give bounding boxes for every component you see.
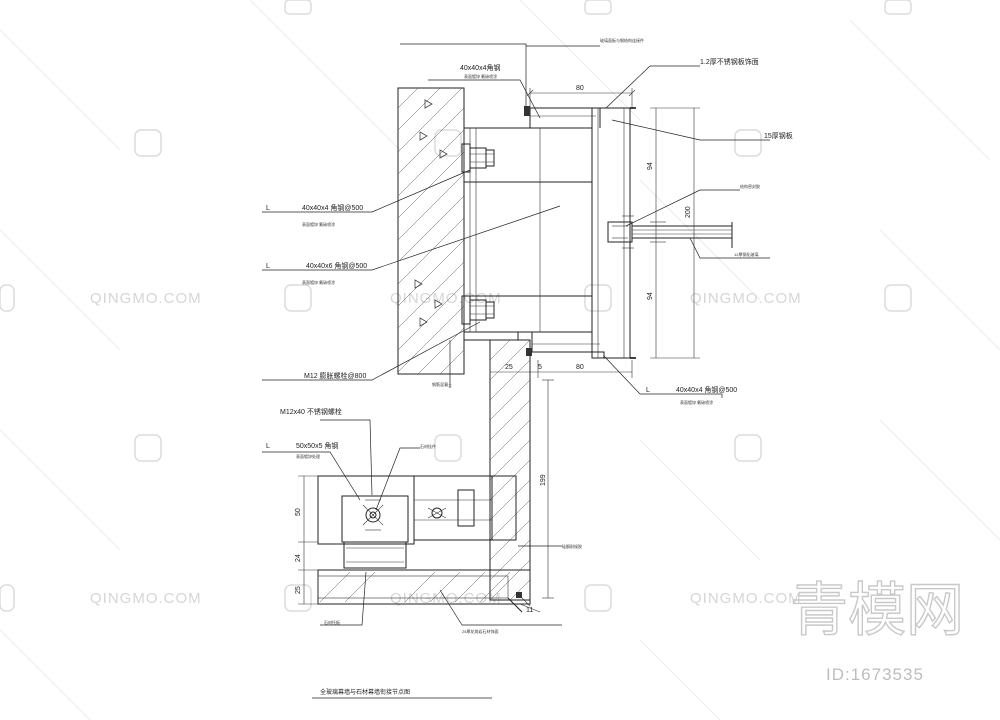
watermark-text: QINGMO.COM [690, 290, 802, 307]
watermark-text: QINGMO.COM [690, 590, 802, 607]
stone-support [317, 475, 517, 569]
watermark-mark-icon [0, 0, 912, 612]
dim-80-top: 80 [576, 85, 584, 92]
dimension-texts: 80 25 5 80 94 200 94 199 50 24 25 11 [295, 85, 692, 614]
dim-24: 24 [295, 554, 302, 562]
label-anchor: M12 膨胀螺栓@800 [304, 371, 366, 380]
labels-group: 玻璃面板与钢结构连接件 40x40x4角钢 表面镀锌 氟碳喷涂 1.2厚不锈钢板… [266, 37, 793, 696]
label-stone-clip: 石材挂件 [420, 443, 436, 449]
label-l-member-4-sub: 表面镀锌处理 [296, 453, 320, 459]
l-mark: L [646, 387, 650, 394]
steel-bracket [463, 107, 636, 359]
l-mark: L [266, 263, 270, 270]
label-bolt-15: 15厚钢板 [764, 131, 793, 140]
label-top-member: 40x40x4角钢 [460, 63, 500, 72]
label-l-member-4: 50x50x5 角钢 [296, 441, 338, 450]
glass-clamp [607, 215, 733, 249]
label-stone-support: 石材托板 [324, 619, 340, 625]
label-bolt-m12: M12x40 不锈钢螺栓 [280, 407, 342, 416]
stone-cladding [317, 339, 531, 613]
dim-5: 5 [538, 364, 542, 371]
watermark-id: ID:1673535 [826, 665, 924, 684]
dim-80-bottom: 80 [576, 364, 584, 371]
label-sealant: 结构密封胶 [740, 183, 760, 189]
concrete-wall [397, 87, 465, 375]
dim-25: 25 [505, 364, 513, 371]
label-l-member-1-sub: 表面镀锌 氟碳喷涂 [302, 221, 335, 227]
anchor-bolts [461, 143, 495, 325]
dim-11: 11 [526, 607, 533, 614]
leader-lines [262, 43, 770, 699]
watermark-text: QINGMO.COM [390, 290, 502, 307]
label-glass-12: 12厚钢化玻璃 [734, 251, 758, 257]
label-l-member-2: 40x40x6 角钢@500 [306, 261, 367, 270]
label-l-member-2-sub: 表面镀锌 氟碳喷涂 [302, 279, 335, 285]
dim-25-low: 25 [295, 586, 302, 594]
label-l-member-1: 40x40x4 角钢@500 [302, 203, 363, 212]
dim-94-bottom: 94 [647, 292, 654, 300]
watermark-logo: 青模网 [790, 576, 964, 644]
sealant-markers [516, 106, 532, 598]
dim-200: 200 [685, 206, 692, 218]
watermark-text: QINGMO.COM [90, 290, 202, 307]
label-stone-25: 25厚花岗岩石材饰面 [462, 628, 498, 634]
label-backing: 硅酮耐候胶 [562, 543, 582, 549]
label-top-member-sub: 表面镀锌 氟碳喷涂 [464, 73, 497, 79]
l-mark: L [266, 443, 270, 450]
dim-94-top: 94 [647, 162, 654, 170]
dim-50: 50 [295, 508, 302, 516]
dim-199: 199 [540, 474, 547, 486]
label-top-note: 玻璃面板与钢结构连接件 [600, 37, 644, 43]
drawing-title: 全玻璃幕墙与石材幕墙衔接节点图 [320, 688, 410, 696]
watermark-text: QINGMO.COM [90, 590, 202, 607]
dimension-lines [298, 88, 700, 613]
l-mark: L [266, 205, 270, 212]
label-sheet-1-2: 1.2厚不锈钢板饰面 [700, 57, 759, 66]
label-l-member-3: 40x40x4 角钢@500 [676, 385, 737, 394]
watermark-group: QINGMO.COM QINGMO.COM QINGMO.COM QINGMO.… [0, 0, 965, 684]
label-rock-wool: 钢筋混凝土 [432, 381, 452, 387]
label-l-member-3-sub: 表面镀锌 氟碳喷涂 [680, 399, 713, 405]
